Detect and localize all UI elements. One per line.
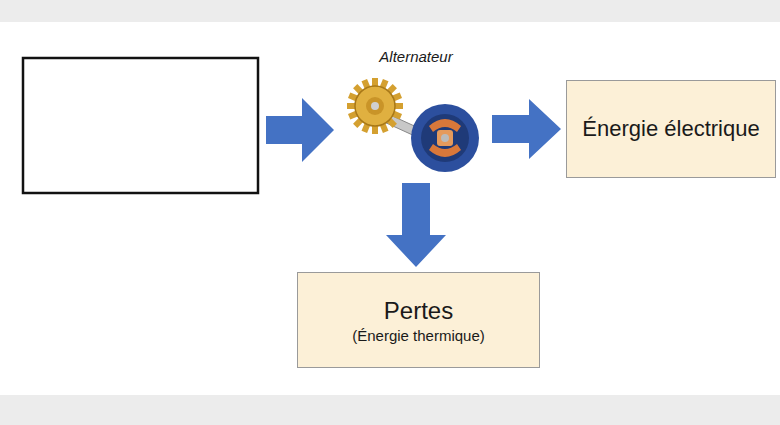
energy-box: Énergie électrique <box>566 80 776 178</box>
empty-box <box>23 58 258 193</box>
box-subtitle: (Énergie thermique) <box>344 326 493 346</box>
box-title: Énergie électrique <box>574 115 767 144</box>
top-band <box>0 0 780 22</box>
energy-box: Pertes(Énergie thermique) <box>297 272 540 368</box>
box-title: Pertes <box>376 295 461 326</box>
alternator-illustration <box>345 68 487 178</box>
alternator-node: Alternateur <box>345 46 487 178</box>
bottom-band <box>0 395 780 425</box>
block-arrow <box>492 99 561 159</box>
block-arrow <box>266 98 334 162</box>
part-label: Alternateur <box>345 48 487 65</box>
block-arrow <box>386 183 446 267</box>
